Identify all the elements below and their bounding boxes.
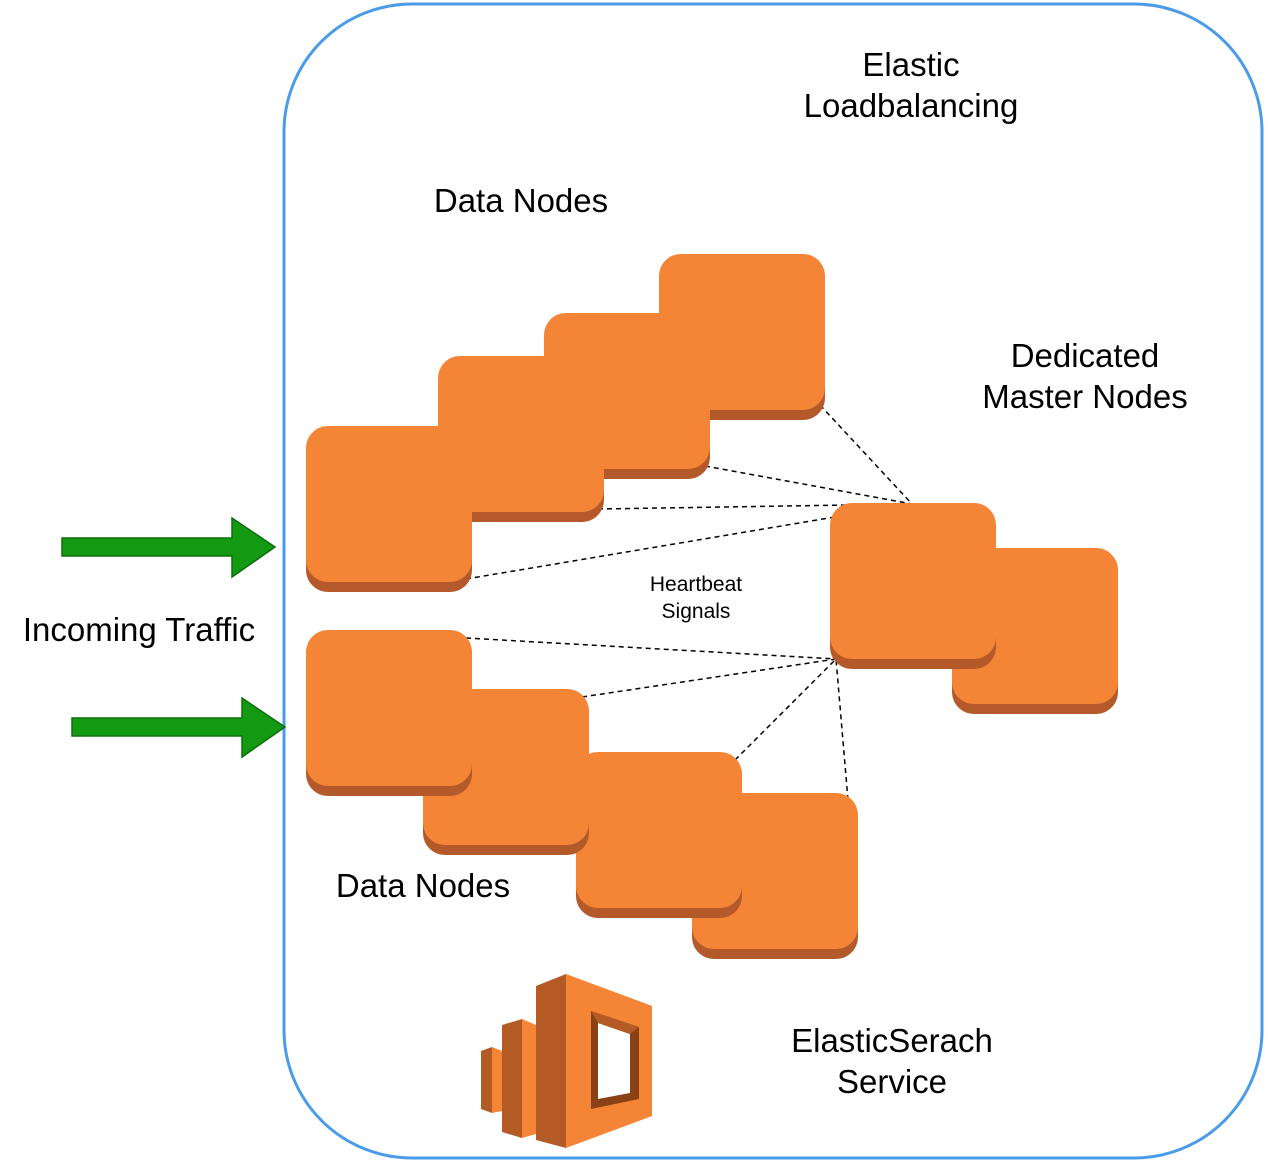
heartbeat-line-2: Signals xyxy=(661,600,731,624)
incoming-traffic-label: Incoming Traffic xyxy=(22,611,256,648)
heartbeat-line xyxy=(734,658,837,761)
heartbeat-line xyxy=(581,658,837,698)
heartbeat-signals-label: Heartbeat Signals xyxy=(626,571,766,626)
aws-instance-node-icon[interactable] xyxy=(306,426,472,592)
heartbeat-line-1: Heartbeat xyxy=(649,573,743,596)
data-nodes-bottom-label: Data Nodes xyxy=(335,867,511,904)
heartbeat-line xyxy=(465,637,837,660)
elastic-loadbalancing-frame xyxy=(282,2,1264,1160)
data-nodes-top-label: Data Nodes xyxy=(433,182,609,219)
elastic-loadbalancing-line-2: Loadbalancing xyxy=(803,87,1019,125)
dedicated-master-line-1: Dedicated xyxy=(1010,337,1160,374)
heartbeat-line xyxy=(465,503,913,580)
elastic-loadbalancing-line-1: Elastic xyxy=(862,46,960,83)
data-nodes-top-cluster xyxy=(306,254,825,592)
dedicated-master-nodes-label: Dedicated Master Nodes xyxy=(960,335,1210,418)
data-nodes-bottom-cluster xyxy=(306,630,858,959)
dedicated-master-line-2: Master Nodes xyxy=(982,378,1188,416)
aws-instance-node-icon[interactable] xyxy=(306,630,472,796)
green-right-arrow-icon xyxy=(61,516,277,579)
service-line-1: ElasticSerach xyxy=(791,1022,993,1059)
elasticsearch-service-label: ElasticSerach Service xyxy=(767,1020,1017,1103)
aws-instance-node-icon[interactable] xyxy=(576,752,742,918)
aws-elasticsearch-service-icon xyxy=(481,974,652,1148)
dedicated-master-nodes-cluster xyxy=(830,503,1118,714)
heartbeat-line xyxy=(819,404,913,505)
service-line-2: Service xyxy=(836,1063,948,1101)
heartbeat-line xyxy=(835,658,849,801)
elastic-loadbalancing-label: Elastic Loadbalancing xyxy=(786,44,1036,127)
green-right-arrow-icon xyxy=(71,696,287,759)
heartbeat-line xyxy=(704,465,913,505)
aws-instance-node-icon[interactable] xyxy=(830,503,996,669)
